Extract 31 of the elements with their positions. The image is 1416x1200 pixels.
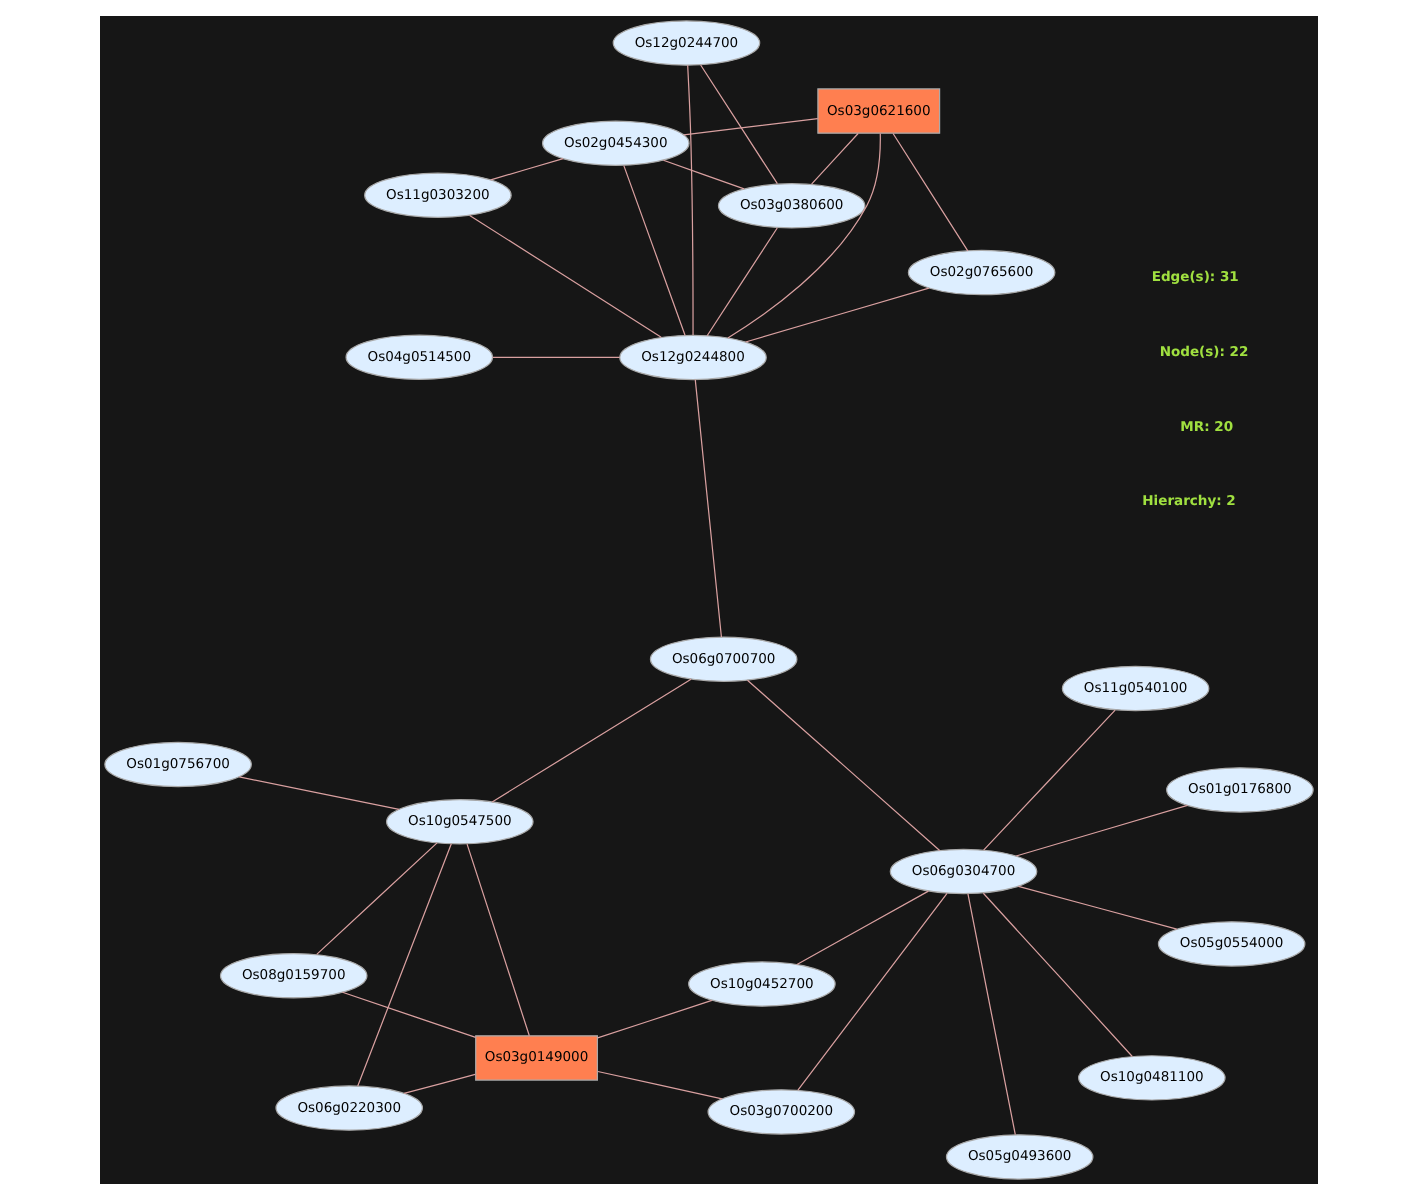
connector	[891, 132, 968, 252]
connector	[966, 893, 1015, 1136]
connector	[726, 132, 880, 339]
connector	[686, 64, 693, 336]
connector	[1016, 885, 1177, 930]
connector	[596, 1070, 722, 1100]
connector	[465, 843, 529, 1037]
connector	[340, 991, 476, 1038]
connector	[744, 287, 929, 343]
connector	[315, 842, 437, 956]
connector	[490, 678, 691, 803]
connector	[661, 159, 744, 190]
connector	[596, 999, 712, 1039]
connector	[622, 165, 685, 336]
connector	[705, 227, 777, 337]
connector	[489, 158, 563, 181]
connector	[809, 132, 858, 185]
connector	[795, 890, 929, 966]
connector	[402, 1073, 475, 1095]
connector	[796, 892, 947, 1091]
connector	[682, 117, 818, 136]
connector	[356, 843, 451, 1087]
connector	[745, 679, 940, 852]
connector	[982, 709, 1115, 851]
connector	[468, 214, 661, 338]
connector	[699, 64, 777, 185]
connector	[237, 776, 399, 811]
connector	[981, 892, 1132, 1058]
connector	[1014, 804, 1188, 857]
connector	[693, 379, 722, 638]
connector	[491, 356, 620, 358]
